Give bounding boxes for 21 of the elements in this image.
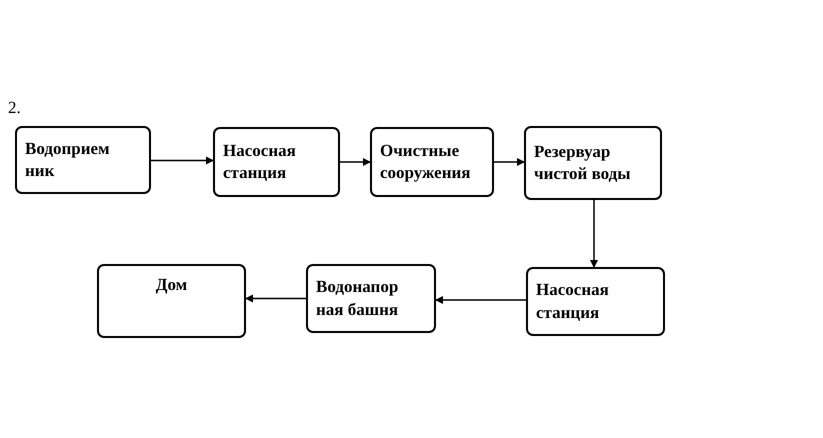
box-label: Насосная станция	[536, 279, 610, 324]
process-box	[97, 264, 246, 338]
process-box	[213, 127, 340, 197]
item-number: 2.	[8, 98, 21, 118]
arrow	[151, 156, 214, 164]
arrow	[435, 296, 526, 304]
process-box	[370, 127, 494, 197]
process-box	[306, 264, 436, 333]
box-label: Насосная станция	[223, 140, 297, 184]
box-label: Водоприем ник	[25, 138, 111, 182]
arrow	[340, 158, 371, 166]
process-box	[524, 126, 662, 200]
box-label: Резервуар чистой воды	[534, 140, 632, 185]
box-label: Очистные сооружения	[380, 140, 472, 184]
box-label: Водонапор ная башня	[316, 276, 400, 320]
box-label: Дом	[156, 274, 188, 296]
process-box	[15, 126, 151, 194]
process-box	[526, 267, 665, 336]
arrow	[245, 294, 306, 302]
arrow	[590, 200, 598, 268]
arrow	[494, 158, 525, 166]
